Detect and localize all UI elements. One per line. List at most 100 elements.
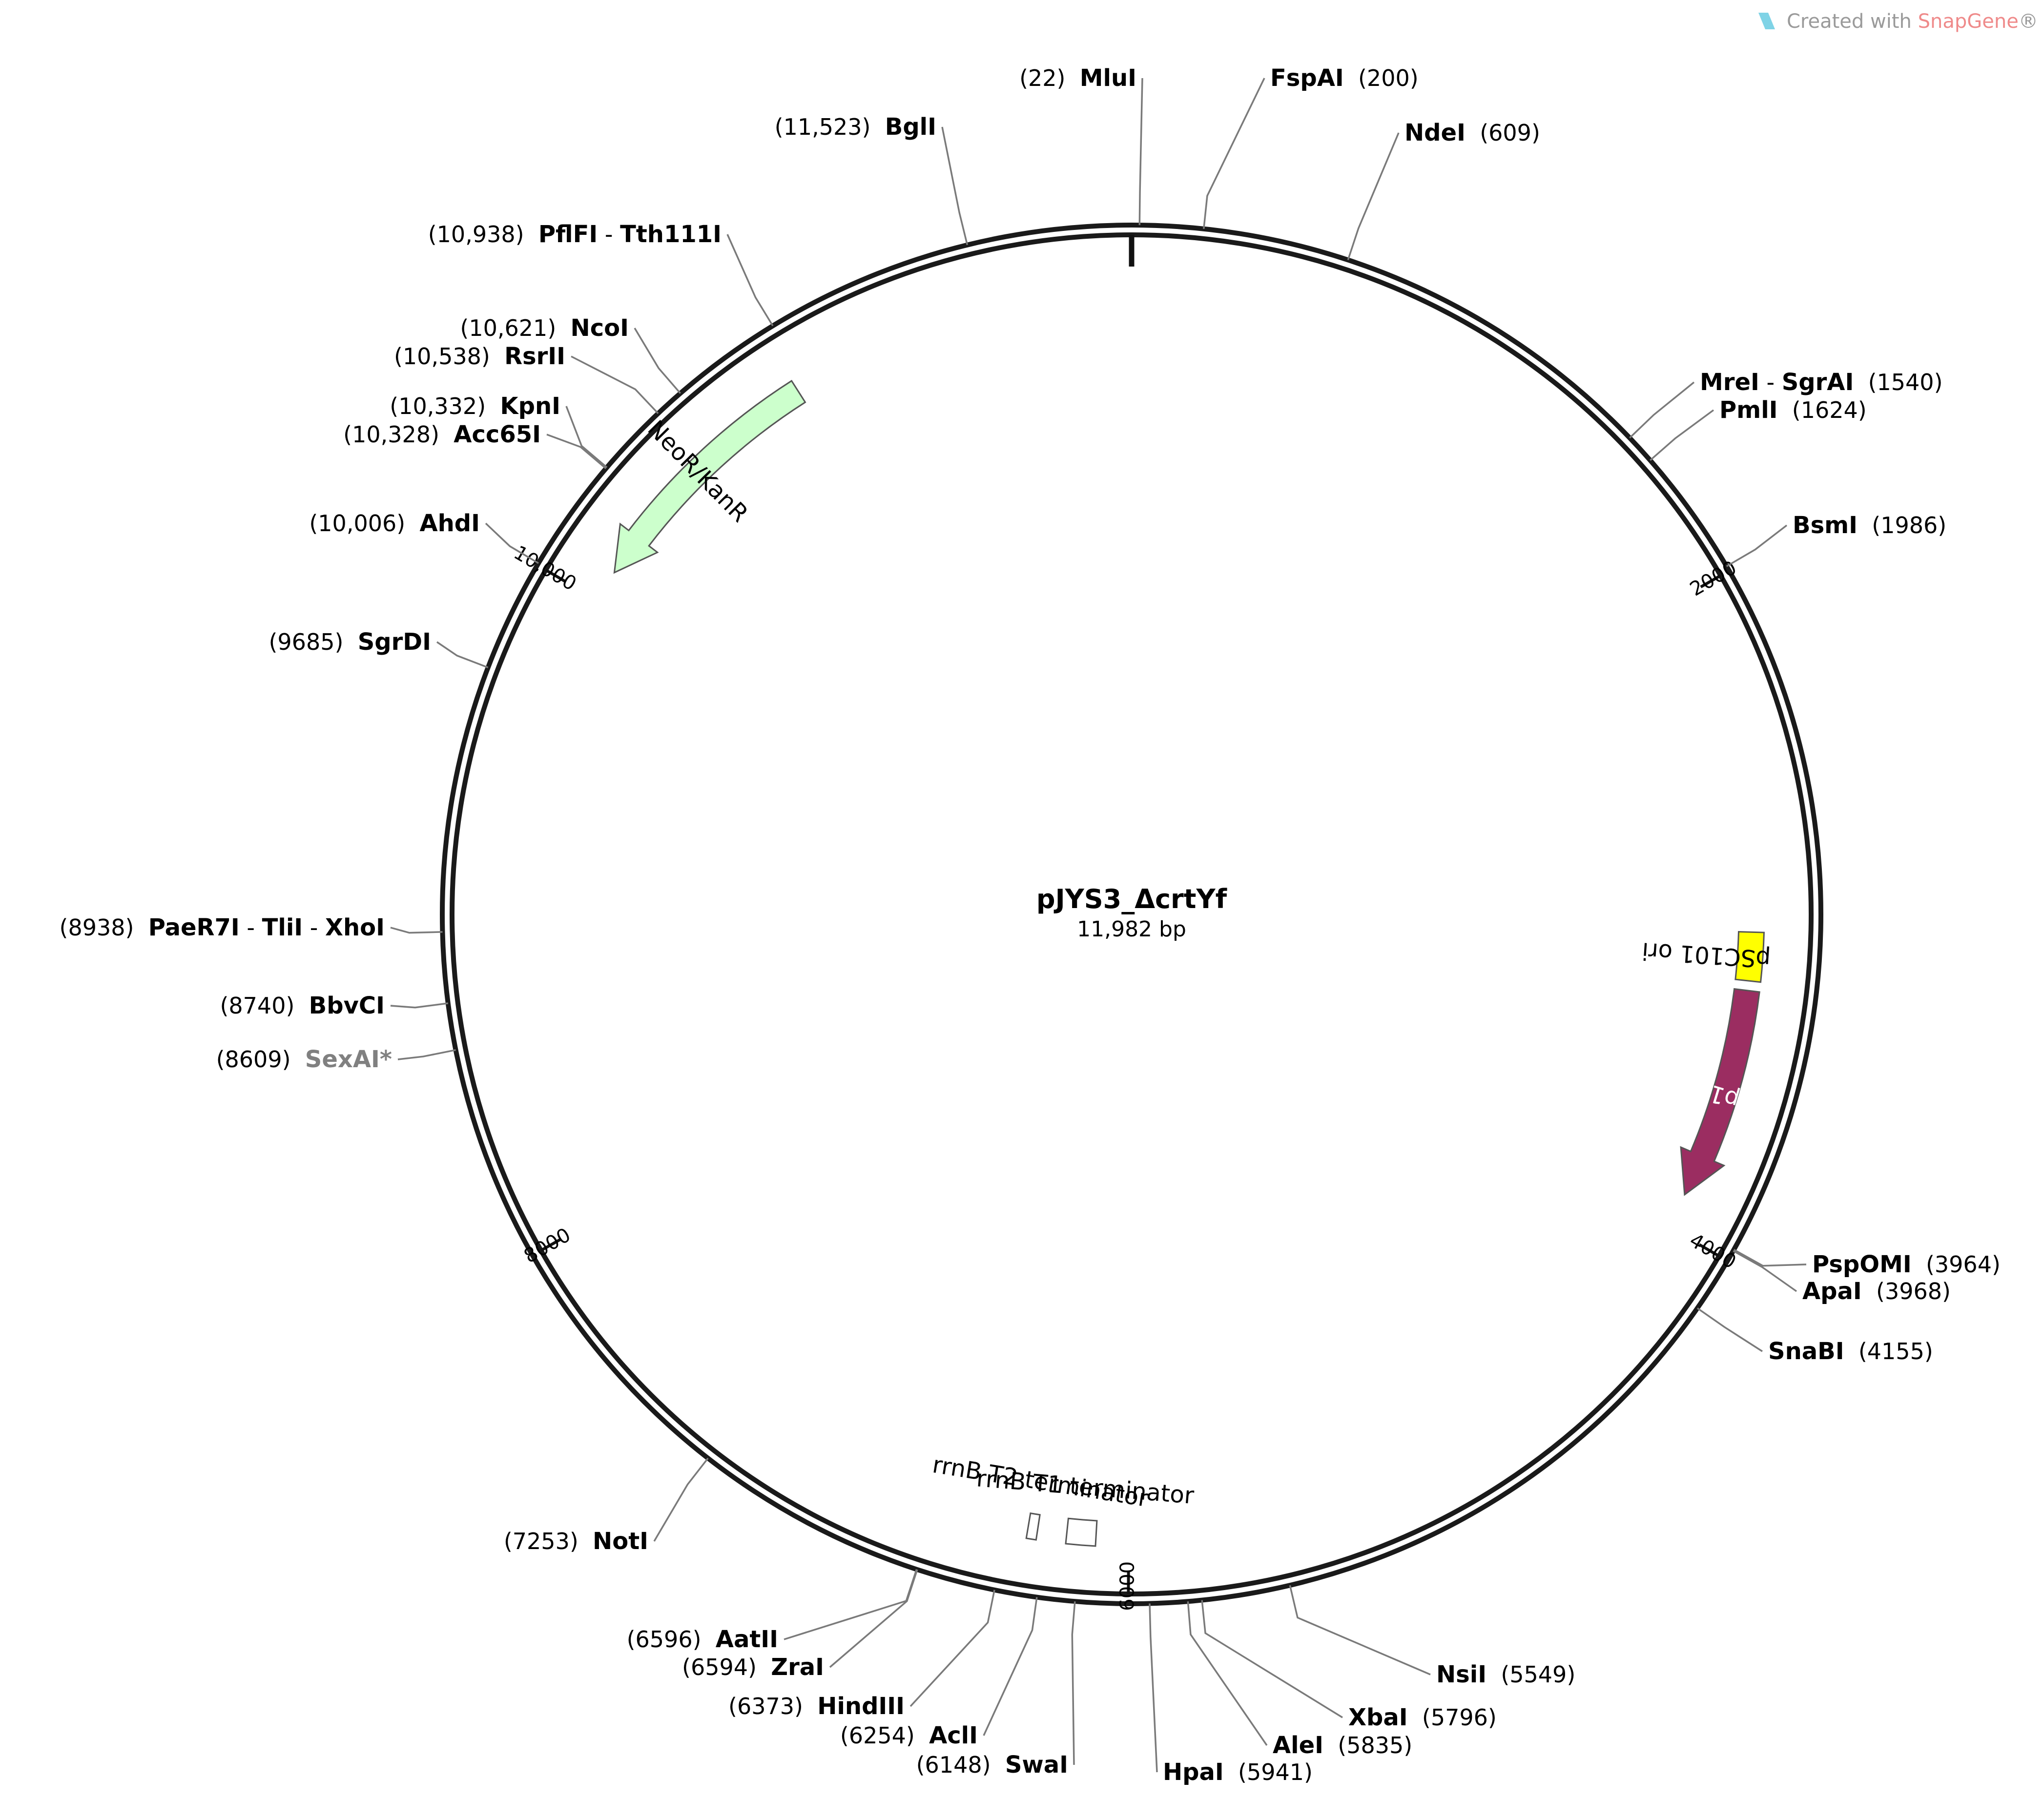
site-label: NdeI (609) xyxy=(1404,119,1540,146)
site-label: ApaI (3968) xyxy=(1802,1278,1951,1305)
site-leader-line xyxy=(983,1597,1038,1736)
site-enzyme-name[interactable]: PmlI xyxy=(1719,396,1778,424)
site-enzyme-name[interactable]: TliI xyxy=(262,914,303,941)
site-enzyme-name[interactable]: RsrII xyxy=(504,343,565,370)
site-leader-line xyxy=(1629,381,1695,439)
site-position: (10,938) xyxy=(428,221,524,248)
site-paer7i-tlii-xhoi: (8938) PaeR7I - TliI - XhoI xyxy=(60,914,443,941)
site-enzyme-name[interactable]: AhdI xyxy=(419,510,480,537)
site-enzyme-name[interactable]: PflFI xyxy=(538,221,598,248)
site-leader-line xyxy=(390,1002,449,1009)
site-leader-line xyxy=(390,927,443,934)
site-enzyme-name[interactable]: AclI xyxy=(929,1722,978,1749)
site-label: BsmI (1986) xyxy=(1793,512,1946,539)
site-position: (10,538) xyxy=(394,343,490,370)
site-bbvci: (8740) BbvCI xyxy=(220,992,449,1019)
site-enzyme-name[interactable]: SgrDI xyxy=(358,628,431,656)
site-enzyme-name[interactable]: PaeR7I xyxy=(148,914,240,941)
site-enzyme-name[interactable]: PspOMI xyxy=(1812,1251,1912,1278)
site-position: (5549) xyxy=(1501,1661,1575,1688)
site-enzyme-name[interactable]: NotI xyxy=(593,1528,648,1555)
feature-rrnbt1 xyxy=(1065,1517,1098,1547)
site-enzyme-name[interactable]: ApaI xyxy=(1802,1278,1862,1305)
site-enzyme-name[interactable]: BsmI xyxy=(1793,512,1858,539)
site-position: (5796) xyxy=(1422,1704,1497,1731)
site-enzyme-name[interactable]: SwaI xyxy=(1005,1751,1068,1779)
backbone-outer xyxy=(440,223,1823,1606)
site-enzyme-name[interactable]: SgrAI xyxy=(1782,369,1854,396)
snapgene-logo-icon xyxy=(1758,13,1775,29)
site-leader-line xyxy=(1347,132,1400,260)
site-noti: (7253) NotI xyxy=(504,1457,709,1555)
site-enzyme-name[interactable]: ZraI xyxy=(771,1654,824,1681)
site-enzyme-name[interactable]: AleI xyxy=(1273,1732,1323,1759)
plasmid-length: 11,982 bp xyxy=(1077,917,1186,942)
site-sgrdi: (9685) SgrDI xyxy=(268,628,489,668)
site-enzyme-name[interactable]: BglI xyxy=(885,113,936,141)
site-position: (6148) xyxy=(916,1752,991,1778)
site-position: (200) xyxy=(1358,65,1419,91)
site-enzyme-name[interactable]: MreI xyxy=(1700,369,1759,396)
site-position: (1624) xyxy=(1792,397,1867,423)
site-enzyme-name[interactable]: XhoI xyxy=(325,914,385,941)
site-position: (4155) xyxy=(1858,1338,1933,1365)
site-position: (7253) xyxy=(504,1528,578,1554)
site-label: PspOMI (3964) xyxy=(1812,1251,2001,1278)
site-label: AleI (5835) xyxy=(1273,1732,1412,1759)
site-position: (6594) xyxy=(682,1654,757,1680)
site-alei: AleI (5835) xyxy=(1187,1601,1412,1759)
site-enzyme-name[interactable]: HpaI xyxy=(1163,1759,1224,1786)
site-xbai: XbaI (5796) xyxy=(1201,1600,1497,1731)
bp-tick xyxy=(1700,574,1722,588)
credit-text: Created with SnapGene® xyxy=(1787,10,2038,33)
site-label: (8938) PaeR7I - TliI - XhoI xyxy=(60,914,385,941)
site-leader-line xyxy=(1071,1601,1076,1765)
site-label: HpaI (5941) xyxy=(1163,1759,1313,1786)
site-leader-line xyxy=(1289,1585,1431,1676)
site-position: (6254) xyxy=(840,1722,915,1749)
site-label: (10,332) KpnI xyxy=(390,393,560,420)
site-pflfi-tth111i: (10,938) PflFI - Tth111I xyxy=(428,221,774,327)
site-leader-line xyxy=(546,434,607,469)
site-hpai: HpaI (5941) xyxy=(1149,1603,1313,1786)
site-leader-line xyxy=(1650,409,1714,461)
site-position: (8938) xyxy=(60,914,134,941)
site-enzyme-name[interactable]: Acc65I xyxy=(454,421,541,448)
site-position: (22) xyxy=(1019,65,1065,91)
site-label: FspAI (200) xyxy=(1270,64,1419,92)
site-label: (22) MluI xyxy=(1019,64,1136,92)
site-enzyme-name[interactable]: SexAI* xyxy=(305,1046,392,1073)
feature-label-rrnbt2: rrnB T2 terminator xyxy=(930,1451,1150,1512)
site-enzyme-name[interactable]: Tth111I xyxy=(620,221,722,248)
site-label: MreI - SgrAI (1540) xyxy=(1700,369,1943,396)
bp-tick xyxy=(545,568,567,583)
site-position: (10,332) xyxy=(390,393,486,419)
site-enzyme-name[interactable]: NcoI xyxy=(571,314,629,342)
site-position: (8740) xyxy=(220,993,294,1019)
site-bsmi: BsmI (1986) xyxy=(1726,512,1946,567)
site-enzyme-name[interactable]: BbvCI xyxy=(309,992,385,1019)
site-ncoi: (10,621) NcoI xyxy=(460,314,681,394)
site-enzyme-name[interactable]: XbaI xyxy=(1348,1704,1408,1731)
site-enzyme-name[interactable]: KpnI xyxy=(500,393,560,420)
site-aatii: (6596) AatII xyxy=(627,1569,918,1653)
site-enzyme-name[interactable]: FspAI xyxy=(1270,64,1344,92)
site-enzyme-name[interactable]: SnaBI xyxy=(1768,1338,1844,1365)
site-label: (10,538) RsrII xyxy=(394,343,565,370)
site-fspai: FspAI (200) xyxy=(1203,64,1419,229)
site-leader-line xyxy=(1696,1307,1763,1352)
site-separator: - xyxy=(303,914,325,941)
site-enzyme-name[interactable]: AatII xyxy=(716,1626,778,1653)
site-label: (6254) AclI xyxy=(840,1722,978,1749)
site-label: (8740) BbvCI xyxy=(220,992,385,1019)
site-enzyme-name[interactable]: NsiI xyxy=(1436,1661,1487,1688)
site-enzyme-name[interactable]: NdeI xyxy=(1404,119,1466,146)
site-position: (6596) xyxy=(627,1626,702,1653)
site-leader-line xyxy=(1733,1249,1807,1267)
site-sexai: (8609) SexAI* xyxy=(216,1046,456,1073)
site-position: (9685) xyxy=(268,629,343,655)
site-position: (11,523) xyxy=(775,114,871,140)
site-enzyme-name[interactable]: MluI xyxy=(1080,64,1136,92)
site-enzyme-name[interactable]: HindIII xyxy=(817,1693,905,1720)
site-leader-line xyxy=(1138,78,1143,226)
